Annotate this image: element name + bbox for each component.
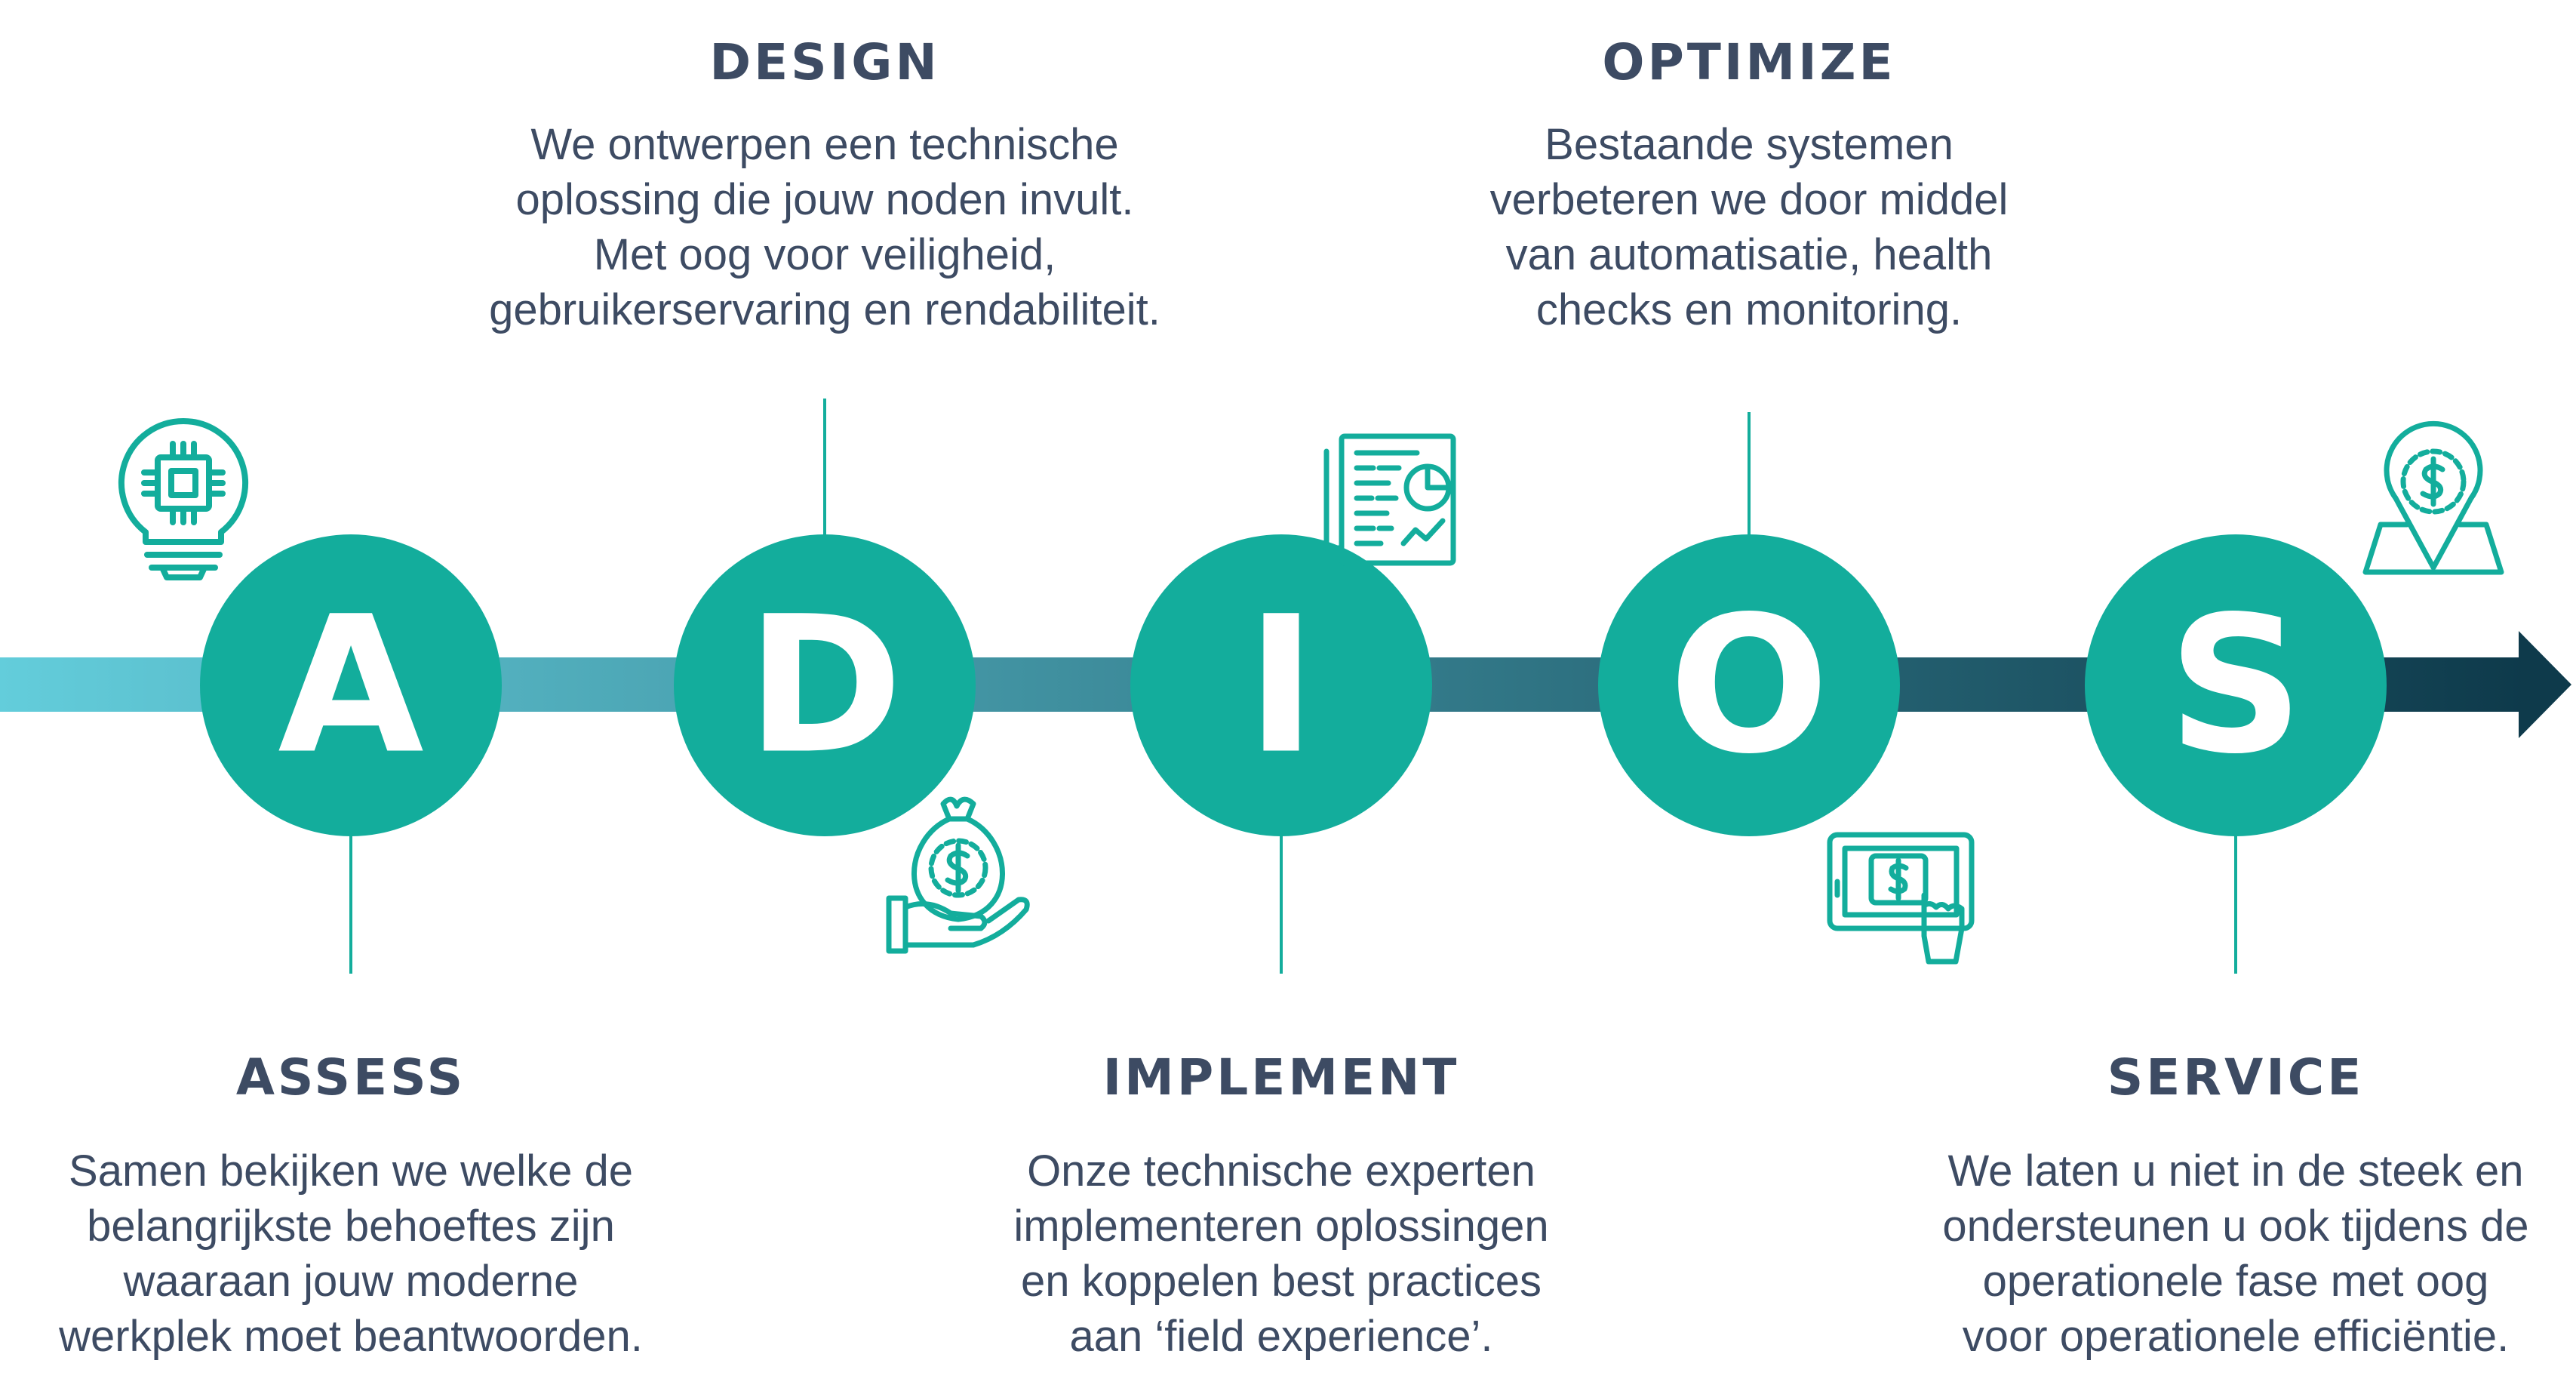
step-title-design: DESIGN — [709, 33, 940, 91]
step-circle-design: D — [674, 534, 976, 836]
step-title-optimize: OPTIMIZE — [1602, 33, 1896, 91]
timeline-arrow-head — [2519, 631, 2571, 738]
lightbulb-chip-icon — [118, 418, 248, 580]
step-circle-assess: A — [200, 534, 502, 836]
step-title-implement: IMPLEMENT — [1102, 1048, 1460, 1106]
step-letter-assess: A — [278, 576, 423, 796]
step-title-service: SERVICE — [2107, 1048, 2365, 1106]
step-letter-optimize: O — [1669, 576, 1830, 796]
step-circle-implement: I — [1130, 534, 1432, 836]
hand-money-bag-icon — [886, 796, 1030, 954]
step-circle-service: S — [2085, 534, 2387, 836]
step-letter-design: D — [746, 576, 903, 796]
step-description-assess: Samen bekijken we welke de belangrijkste… — [59, 1146, 643, 1361]
step-letter-service: S — [2168, 576, 2304, 796]
report-document-icon — [1323, 433, 1456, 566]
tablet-payment-icon — [1827, 832, 1975, 965]
connector-lines — [349, 399, 2237, 974]
step-letter-implement: I — [1246, 576, 1316, 796]
step-description-design: We ontwerpen een technische oplossing di… — [489, 120, 1160, 334]
step-description-service: We laten u niet in de steek en ondersteu… — [1942, 1146, 2529, 1361]
step-description-implement: Onze technische experten implementeren o… — [1013, 1146, 1549, 1361]
step-circle-optimize: O — [1598, 534, 1900, 836]
step-title-assess: ASSESS — [235, 1048, 466, 1106]
map-pin-dollar-icon — [2362, 420, 2504, 575]
step-description-optimize: Bestaande systemen verbeteren we door mi… — [1489, 120, 2009, 334]
